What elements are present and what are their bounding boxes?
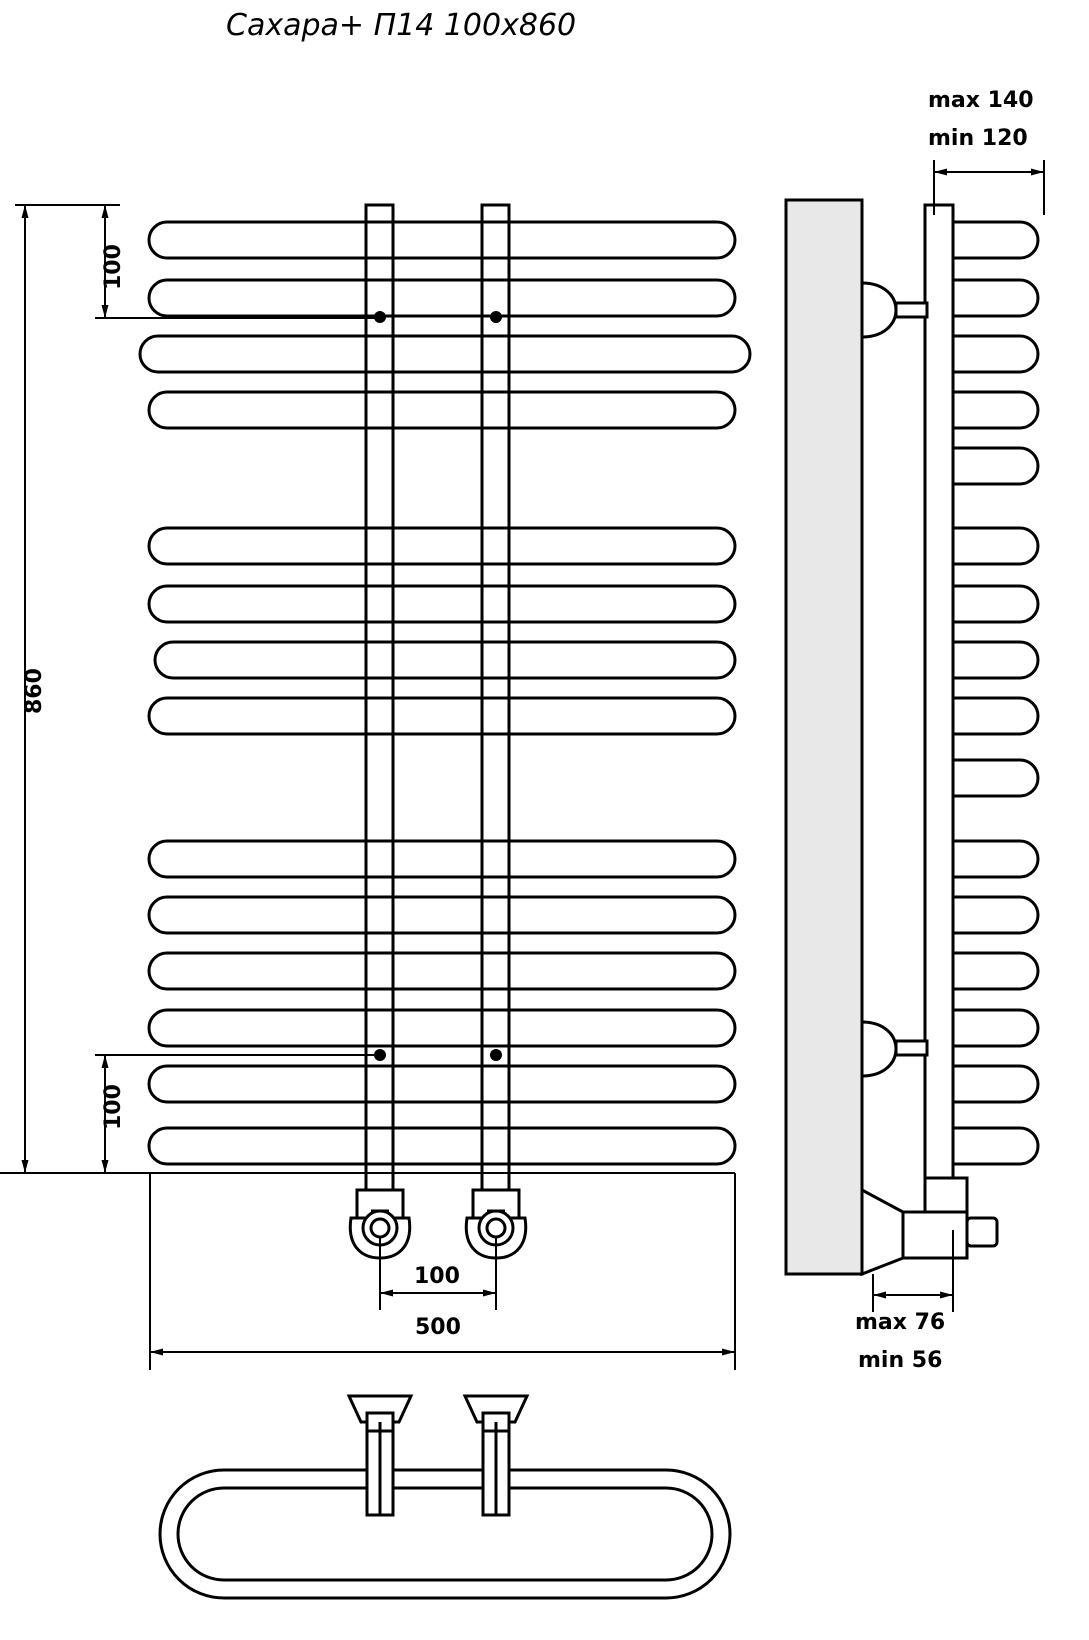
dim-bottom-100: 100 — [101, 1084, 126, 1130]
side-view — [784, 198, 1040, 1277]
top-tube-inner — [176, 1486, 714, 1582]
tube — [147, 1126, 737, 1166]
dim-height-860: 860 — [22, 668, 47, 714]
wall-bracket-lower — [860, 1020, 929, 1078]
dim-center-100: 100 — [414, 1264, 460, 1289]
wall-bracket-upper — [860, 281, 929, 339]
side-manifold — [923, 203, 955, 1192]
dim-gap-min-56: min 56 — [858, 1348, 943, 1373]
wall — [784, 198, 864, 1276]
tube — [153, 640, 737, 680]
page-title: Сахара+ П14 100х860 — [226, 8, 577, 43]
tube-group — [138, 220, 752, 1166]
tube — [147, 526, 737, 566]
tube — [147, 895, 737, 935]
tube — [147, 951, 737, 991]
dim-depth-min-120: min 120 — [928, 126, 1028, 151]
tube — [147, 839, 737, 879]
tube — [147, 1008, 737, 1048]
top-bracket-right — [462, 1394, 530, 1517]
dimension-lines-side — [872, 160, 1045, 1312]
side-valve — [860, 1176, 999, 1277]
top-bracket-left — [346, 1394, 414, 1517]
dimension-lines-front — [0, 204, 736, 1370]
dim-gap-max-76: max 76 — [855, 1310, 946, 1335]
tube — [147, 1064, 737, 1104]
dim-width-500: 500 — [415, 1315, 461, 1340]
front-view — [138, 203, 752, 1260]
bracket-dot — [490, 311, 502, 323]
side-tube-group — [928, 220, 1040, 1166]
tube — [147, 220, 737, 260]
manifold-overlay — [364, 203, 511, 1190]
tube — [147, 278, 737, 318]
tube — [147, 696, 737, 736]
valve-left — [348, 1188, 412, 1260]
tube — [138, 334, 752, 374]
dim-depth-max-140: max 140 — [928, 88, 1034, 113]
tube — [147, 584, 737, 624]
top-view — [158, 1394, 732, 1600]
dim-top-100: 100 — [101, 244, 126, 290]
bracket-dot — [490, 1049, 502, 1061]
tube — [147, 390, 737, 430]
